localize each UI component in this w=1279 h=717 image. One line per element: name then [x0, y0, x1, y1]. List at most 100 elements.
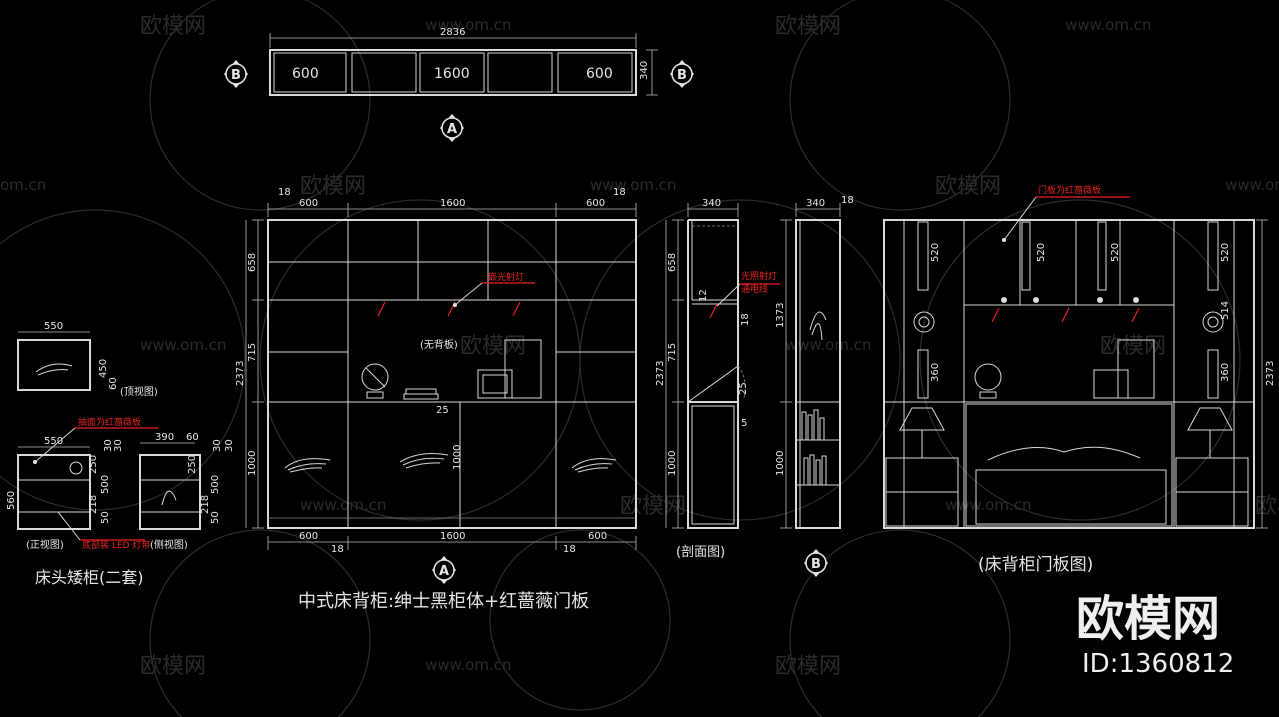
dim-ns-front-30: 30	[103, 439, 114, 452]
dim-ns-side-50: 50	[210, 511, 221, 524]
dim-section-mid2: 1373	[775, 303, 786, 328]
dim-section-side-width: 340	[806, 198, 825, 209]
label-ns-front-view: (正视图)	[26, 538, 64, 551]
dim-front-lower: 1000	[247, 451, 258, 476]
main-title: 中式床背柜:绅士黑柜体+红蔷薇门板	[298, 591, 589, 612]
dim-front-right: 600	[588, 531, 607, 542]
watermark-site: om.cn	[0, 176, 46, 194]
dim-front-panel: 18	[331, 544, 344, 555]
watermark-logo: 欧模网	[300, 174, 366, 199]
section-marker-b: B	[231, 68, 241, 83]
dim-ns-front-30: 30	[113, 439, 124, 452]
dim-door-height: 2373	[1265, 361, 1276, 386]
dim-ns-front-218: 218	[88, 495, 99, 514]
watermark-site: www.om.cn	[300, 496, 387, 514]
dim-ns-front-50: 50	[100, 511, 111, 524]
dim-ns-front-h: 560	[6, 491, 17, 510]
dim-door-520: 520	[1220, 243, 1231, 262]
dim-ns-front-250: 250	[88, 455, 99, 474]
watermark-logo: 欧模网	[620, 494, 686, 519]
dim-door-520: 520	[1110, 243, 1121, 262]
dim-front-center: 1600	[440, 198, 465, 209]
dim-door-360: 360	[930, 363, 941, 382]
dim-front-left: 600	[299, 531, 318, 542]
dim-front-inner-lower: 1000	[452, 445, 463, 470]
dim-ns-side-60: 60	[186, 432, 199, 443]
watermark-site: www.om.cn	[1065, 16, 1152, 34]
note-ns-drawer: 抽面为红蔷薇板	[78, 416, 141, 428]
dim-door-520: 520	[930, 243, 941, 262]
nightstand-title: 床头矮柜(二套)	[35, 568, 144, 587]
watermark-site: www.om.cn	[425, 656, 512, 674]
dim-section-upper: 658	[667, 253, 678, 272]
dim-front-center: 1600	[440, 531, 465, 542]
view-marker-a: A	[447, 122, 457, 137]
dim-front-panel: 18	[278, 187, 291, 198]
dim-ns-top-d2: 60	[108, 377, 119, 390]
dim-door-360: 360	[1220, 363, 1231, 382]
dim-ns-side-250: 250	[187, 455, 198, 474]
dim-section-thick: 18	[740, 313, 751, 326]
brand-id: ID:1360812	[1082, 649, 1234, 679]
dim-ns-side-30: 30	[212, 439, 223, 452]
label-ns-top-view: (顶视图)	[120, 385, 158, 398]
top-plan-view: 2836 600 1600 600 340 B B A	[224, 27, 694, 142]
dim-top-depth: 340	[639, 61, 650, 80]
watermark-logo: 欧模网	[140, 14, 206, 39]
dim-front-height: 2373	[235, 361, 246, 386]
watermark-logo: 欧模网	[1100, 334, 1166, 359]
label-no-back-panel: (无背板)	[420, 338, 458, 351]
dim-section-height: 2373	[655, 361, 666, 386]
dim-front-panel: 18	[563, 544, 576, 555]
watermark-logo: 欧模网	[775, 14, 841, 39]
label-ns-side-view: (侧视图)	[150, 538, 188, 551]
nightstand-views: 550 450 60 (顶视图) 550 抽面为红蔷薇板 560 30 30 2…	[6, 321, 235, 587]
note-section-wire: 通电线	[741, 283, 768, 295]
dim-section-middle: 715	[667, 343, 678, 362]
dim-front-upper: 658	[247, 253, 258, 272]
section-caption: (剖面图)	[676, 545, 725, 560]
note-spotlight: 嵌光射灯	[488, 271, 524, 283]
note-ns-led: 底部装 LED 灯带	[82, 539, 150, 551]
dim-door-520: 520	[1036, 243, 1047, 262]
watermark-logo: 欧模网	[1255, 494, 1279, 519]
dim-section-thick: 18	[841, 195, 854, 206]
note-section-spot: 光照射灯	[741, 270, 777, 282]
door-panel-view: 520 520 520 520 360 360 514 门板为红蔷薇板	[883, 184, 1276, 575]
dim-front-left: 600	[299, 198, 318, 209]
dim-ns-top-w: 550	[44, 321, 63, 332]
watermark-site: www.om.cn	[945, 496, 1032, 514]
dim-section-small: 12	[698, 289, 709, 302]
dim-front-panel: 18	[613, 187, 626, 198]
note-door-red-rose: 门板为红蔷薇板	[1038, 184, 1101, 196]
dim-ns-side-500: 500	[210, 475, 221, 494]
watermark-site: www.om.cn	[1225, 176, 1279, 194]
watermark-logo: 欧模网	[460, 334, 526, 359]
dim-ns-top-d1: 450	[98, 359, 109, 378]
section-marker-b: B	[677, 68, 687, 83]
top-right-label: 600	[586, 66, 613, 82]
dim-front-right: 600	[586, 198, 605, 209]
dim-section-gap: 25	[738, 382, 749, 395]
watermark-site: www.om.cn	[590, 176, 677, 194]
dim-section-width: 340	[702, 198, 721, 209]
dim-front-middle: 715	[247, 343, 258, 362]
watermark-logo: 欧模网	[935, 174, 1001, 199]
dim-section-gap2: 5	[741, 418, 747, 429]
dim-section-lower: 1000	[667, 451, 678, 476]
dim-door-514: 514	[1220, 301, 1231, 320]
section-marker-b: B	[811, 557, 821, 572]
dim-section-lower2: 1000	[775, 451, 786, 476]
dim-ns-side-w: 390	[155, 432, 174, 443]
dim-ns-front-500: 500	[100, 475, 111, 494]
watermark-logo: 欧模网	[140, 654, 206, 679]
dim-front-gap: 25	[436, 405, 449, 416]
front-elevation: 600 1600 600 18 18 嵌光射灯 (无背板)	[235, 187, 637, 584]
watermark-site: www.om.cn	[425, 16, 512, 34]
dim-top-total: 2836	[440, 27, 465, 38]
watermark-logo: 欧模网	[775, 654, 841, 679]
dim-ns-front-w: 550	[44, 436, 63, 447]
door-caption: (床背柜门板图)	[978, 555, 1093, 575]
